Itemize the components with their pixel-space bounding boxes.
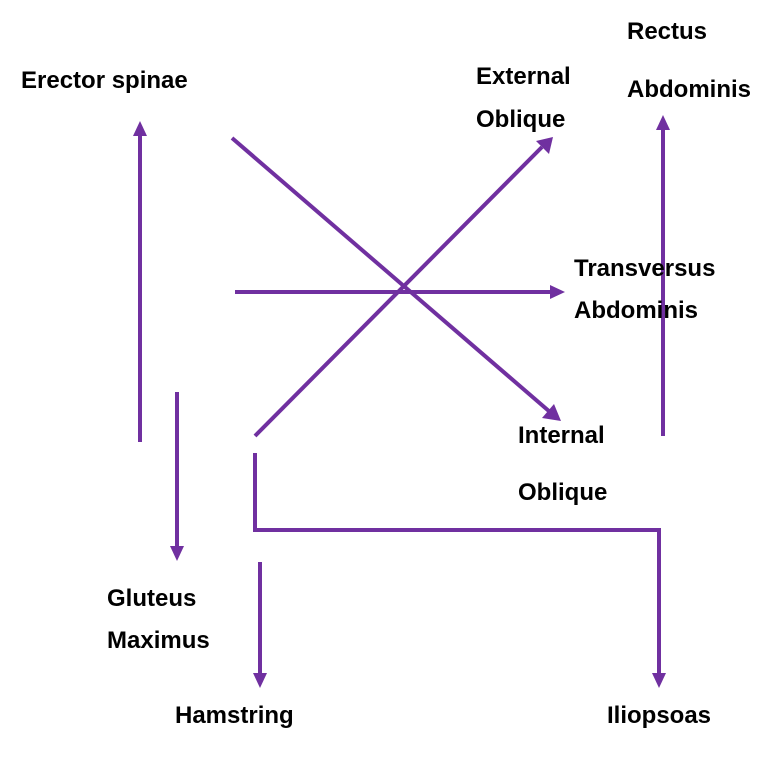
arrow-to-transversus-abdominis — [235, 285, 565, 299]
arrow-to-gluteus-maximus — [170, 392, 184, 561]
arrow-to-internal-oblique — [230, 136, 561, 421]
arrow-to-erector-spinae — [133, 121, 147, 442]
label-transversus-abdominis-line2: Abdominis — [574, 297, 698, 324]
label-external-oblique-line2: Oblique — [476, 106, 566, 133]
label-transversus-abdominis-line1: Transversus — [574, 255, 716, 282]
label-gluteus-maximus-line1: Gluteus — [107, 585, 197, 612]
arrow-to-iliopsoas — [253, 453, 666, 688]
label-iliopsoas: Iliopsoas — [607, 702, 712, 729]
label-external-oblique-line1: External — [476, 63, 571, 90]
label-erector-spinae: Erector spinae — [21, 67, 188, 94]
arrow-to-rectus-abdominis — [656, 115, 670, 436]
label-hamstring: Hamstring — [175, 702, 294, 729]
arrow-to-hamstring — [253, 562, 267, 688]
label-gluteus-maximus-line2: Maximus — [107, 627, 210, 654]
label-internal-oblique-line1: Internal — [518, 422, 605, 449]
label-rectus-abdominis-line2: Abdominis — [627, 76, 751, 103]
arrow-to-external-oblique — [253, 137, 553, 438]
label-internal-oblique-line2: Oblique — [518, 479, 608, 506]
label-rectus-abdominis-line1: Rectus — [627, 18, 708, 45]
